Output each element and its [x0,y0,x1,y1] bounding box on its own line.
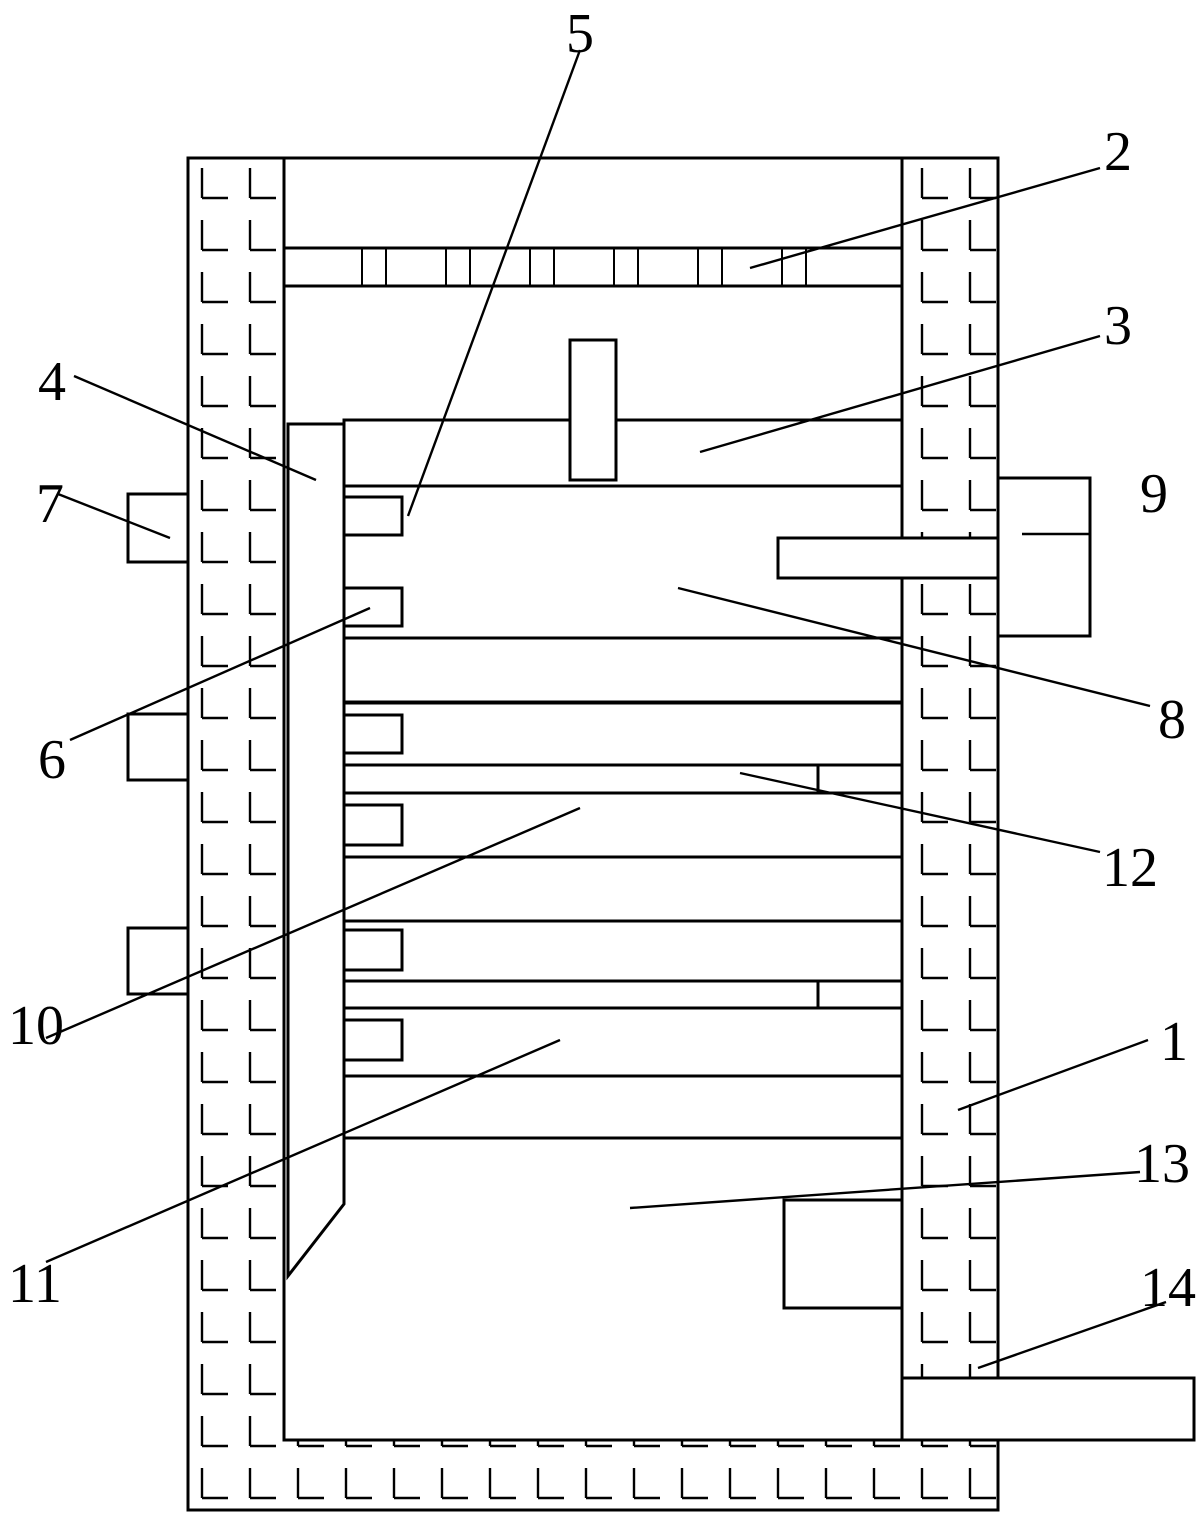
filter-layer-bottom [342,1074,904,1140]
leader-lines [45,49,1167,1370]
block-d [342,1018,404,1062]
crosshatch-layer-lower [342,1006,904,1078]
filter-layer-3 [342,855,904,923]
pebble-layer-upper [342,701,904,767]
block-b [342,803,404,847]
label-14: 14 [1140,1257,1196,1319]
side-block-7 [126,492,190,564]
tube-upper [342,763,820,795]
grille-plate [282,246,904,288]
label-12: 12 [1102,837,1158,899]
label-2: 2 [1104,121,1132,183]
side-block-mid [126,712,190,782]
filter-layer-top [342,418,904,488]
side-plate [286,422,346,1281]
block-13 [782,1198,904,1310]
side-block-low [126,926,190,996]
housing [186,156,1000,1512]
block-a [342,713,404,755]
label-7: 7 [36,473,64,535]
block-6 [342,586,404,628]
top-rod [568,338,618,482]
tube-lower [342,979,820,1010]
label-9: 9 [1140,463,1168,525]
label-6: 6 [38,729,66,791]
label-8: 8 [1158,689,1186,751]
label-4: 4 [38,351,66,413]
motor-9 [996,476,1092,638]
label-13: 13 [1134,1133,1190,1195]
label-10: 10 [8,995,64,1057]
filter-layer-2 [342,636,904,704]
label-3: 3 [1104,295,1132,357]
block-5 [342,495,404,537]
label-11: 11 [8,1253,62,1315]
crosshatch-layer-upper [342,919,904,983]
label-5: 5 [566,3,594,65]
pebble-layer-lower [342,791,904,859]
block-c [342,928,404,972]
outlet-14 [900,1376,1196,1442]
shaft [776,536,1000,580]
label-1: 1 [1160,1011,1188,1073]
